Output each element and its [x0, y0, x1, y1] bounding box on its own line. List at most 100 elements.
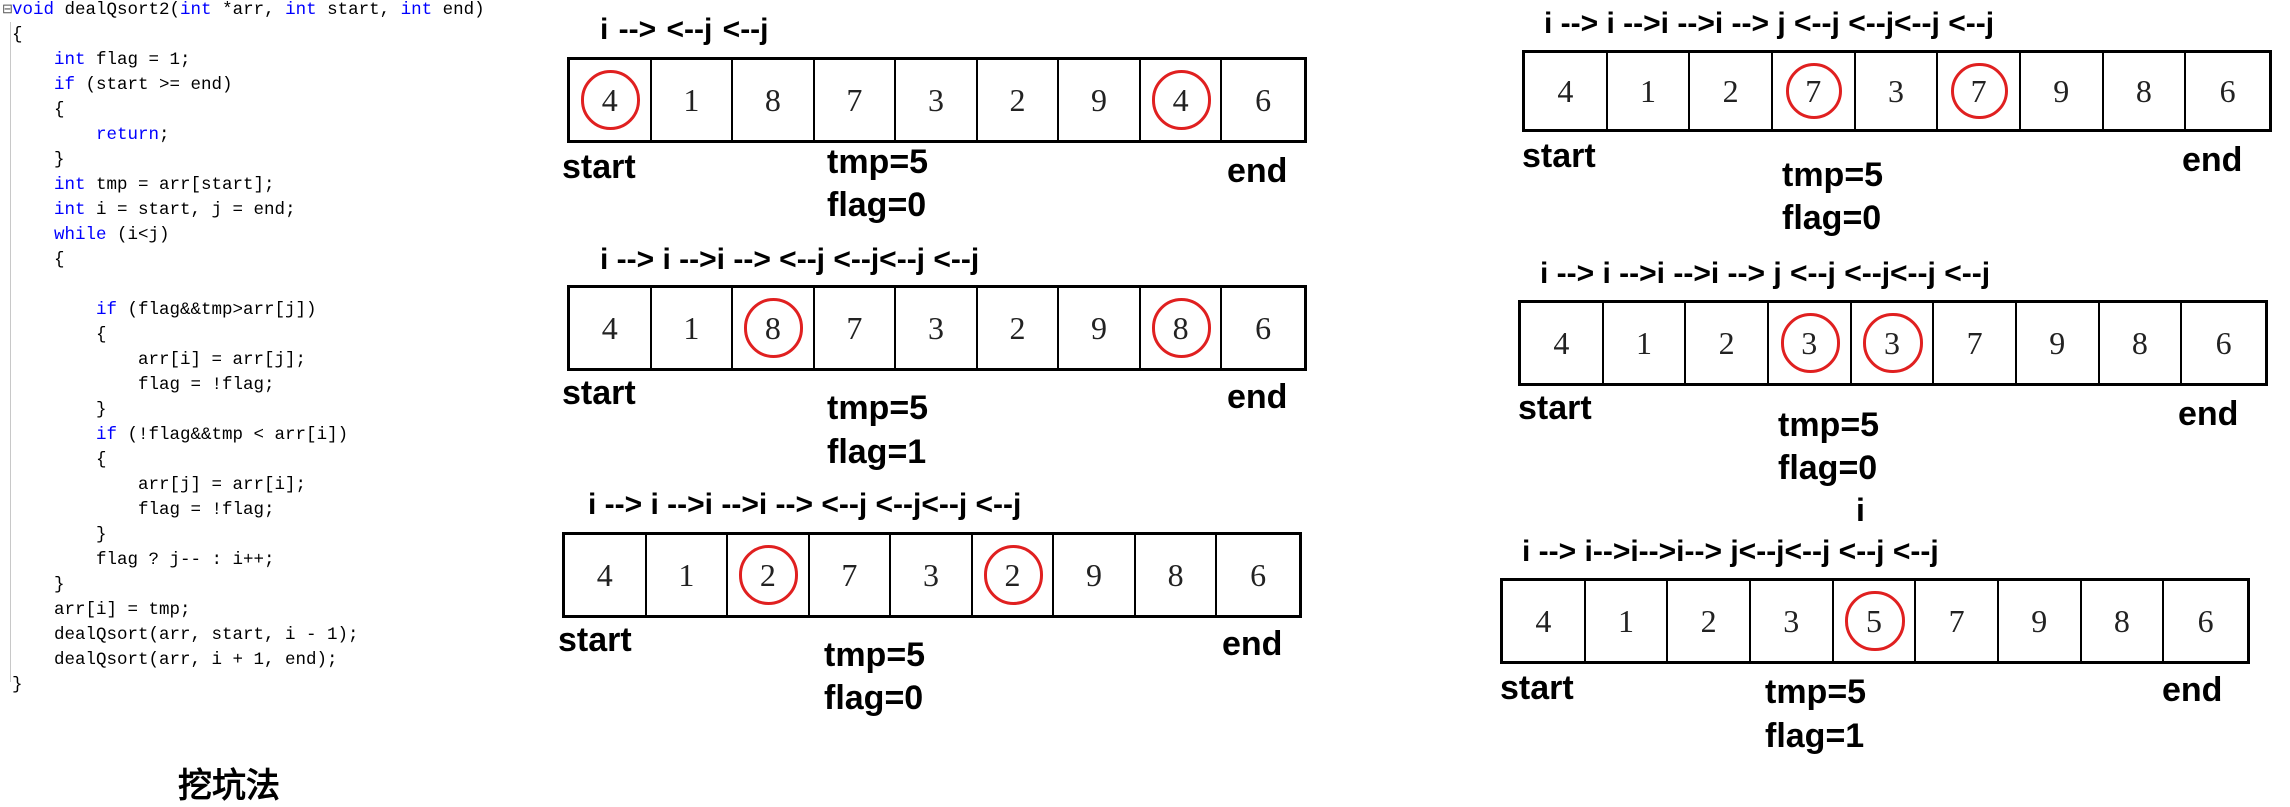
code-listing: void dealQsort2(int *arr, int start, int… [0, 0, 520, 700]
code-line: { [12, 250, 65, 270]
array-cell: 2 [728, 535, 810, 615]
cell-value: 8 [2113, 602, 2130, 639]
cell-value: 7 [1948, 602, 1965, 639]
array-cell: 1 [1608, 53, 1691, 129]
code-line: arr[i] = tmp; [12, 600, 191, 620]
code-line: return; [96, 125, 170, 145]
code-line: int i = start, j = end; [54, 200, 296, 220]
flag-label: flag=0 [827, 186, 927, 224]
highlight-circle [744, 298, 804, 358]
array-cell: 3 [896, 60, 978, 140]
caption-title: 挖坑法 [178, 766, 280, 806]
cell-value: 3 [922, 556, 939, 593]
end-label: end [1227, 378, 1288, 416]
fold-toggle-icon[interactable]: ⊟ [2, 2, 13, 17]
array-cell: 4 [565, 535, 647, 615]
flag-label: flag=0 [824, 679, 924, 717]
array-cell: 4 [1521, 303, 1604, 383]
code-line: } [12, 400, 107, 420]
highlight-circle [1786, 62, 1843, 120]
extra-i-pointer: i [1856, 492, 1865, 528]
tmp-label: tmp=5 [827, 389, 929, 427]
flag-label: flag=1 [1765, 717, 1865, 755]
array-cell: 1 [652, 288, 734, 368]
array-cell: 7 [1916, 581, 1999, 661]
cell-value: 4 [1553, 324, 1570, 361]
array-cell: 8 [2082, 581, 2165, 661]
code-line: int tmp = arr[start]; [54, 175, 275, 195]
cell-value: 7 [1966, 324, 1983, 361]
array-cell: 9 [2021, 53, 2104, 129]
code-line: dealQsort(arr, i + 1, end); [12, 650, 338, 670]
array-cell: 4 [570, 60, 652, 140]
end-label: end [1222, 625, 1283, 663]
array-cell: 2 [1686, 303, 1769, 383]
pointer-arrows: i --> <--j <--j [600, 13, 769, 46]
cell-value: 9 [1091, 309, 1108, 346]
code-line: } [12, 150, 65, 170]
code-line: } [12, 675, 23, 695]
code-line: flag ? j-- : i++; [12, 550, 275, 570]
end-label: end [2178, 395, 2239, 433]
array-cell: 7 [815, 60, 897, 140]
highlight-circle [1863, 313, 1923, 373]
array-cell: 3 [1856, 53, 1939, 129]
cell-value: 1 [1635, 324, 1652, 361]
array-cell: 6 [2186, 53, 2269, 129]
cell-value: 1 [1617, 602, 1634, 639]
array-cell: 3 [1852, 303, 1935, 383]
array-cell: 9 [1999, 581, 2082, 661]
start-label: start [1518, 389, 1592, 427]
code-line: { [12, 325, 107, 345]
array-cell: 7 [1938, 53, 2021, 129]
cell-value: 6 [2215, 324, 2232, 361]
code-line: void dealQsort2(int *arr, int start, int… [12, 0, 485, 20]
end-label: end [2162, 671, 2223, 709]
cell-value: 3 [1783, 602, 1800, 639]
array-cell: 4 [1141, 60, 1223, 140]
tmp-label: tmp=5 [1778, 406, 1880, 444]
step-panel-6: i i --> i-->i-->i--> j<--j<--j <--j <--j… [1500, 490, 2280, 790]
end-label: end [2182, 141, 2243, 179]
cell-value: 8 [2135, 72, 2152, 109]
cell-value: 2 [1718, 324, 1735, 361]
cell-value: 9 [1086, 556, 1103, 593]
code-line: { [12, 25, 23, 45]
array-cell: 6 [1217, 535, 1299, 615]
highlight-circle [1152, 70, 1212, 130]
cell-value: 2 [1009, 309, 1026, 346]
tmp-label: tmp=5 [1765, 673, 1867, 711]
array-cell: 8 [2100, 303, 2183, 383]
code-line: { [12, 450, 107, 470]
cell-value: 1 [683, 81, 700, 118]
tmp-label: tmp=5 [824, 636, 926, 674]
code-line: int flag = 1; [54, 50, 191, 70]
cell-value: 7 [841, 556, 858, 593]
array-cell: 6 [1222, 60, 1304, 140]
cell-value: 1 [683, 309, 700, 346]
flag-label: flag=0 [1782, 199, 1882, 237]
array-cell: 9 [1054, 535, 1136, 615]
array-cell: 4 [1503, 581, 1586, 661]
cell-value: 8 [2131, 324, 2148, 361]
cell-value: 9 [2053, 72, 2070, 109]
cell-value: 1 [678, 556, 695, 593]
start-label: start [1522, 137, 1596, 175]
cell-value: 4 [1557, 72, 1574, 109]
code-line: } [12, 575, 65, 595]
cell-value: 6 [2197, 602, 2214, 639]
cell-value: 2 [1700, 602, 1717, 639]
array-cell: 3 [1769, 303, 1852, 383]
code-gutter-line [10, 22, 11, 682]
array-cell: 2 [1668, 581, 1751, 661]
cell-value: 2 [1722, 72, 1739, 109]
cell-value: 4 [601, 309, 618, 346]
cell-value: 7 [846, 309, 863, 346]
cell-value: 3 [1887, 72, 1904, 109]
